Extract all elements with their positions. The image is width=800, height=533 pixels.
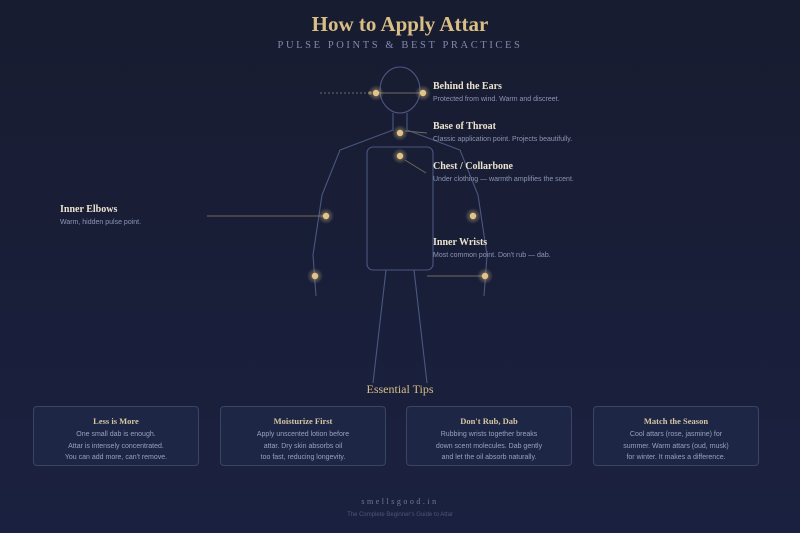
pulse-point-dot xyxy=(419,89,427,97)
point-desc: Under clothing — warmth amplifies the sc… xyxy=(433,176,574,183)
point-title: Chest / Collarbone xyxy=(433,161,513,172)
tip-line: for winter. It makes a difference. xyxy=(626,454,726,461)
tip-title: Moisturize First xyxy=(273,416,333,426)
point-title: Inner Wrists xyxy=(433,237,488,248)
point-desc: Classic application point. Projects beau… xyxy=(433,136,573,143)
pulse-point-dot xyxy=(396,152,404,160)
tip-line: down scent molecules. Dab gently xyxy=(435,442,543,450)
tip-line: One small dab is enough. xyxy=(76,431,156,438)
pulse-point-dot xyxy=(311,272,319,280)
tagline: The Complete Beginner's Guide to Attar xyxy=(347,512,453,518)
point-desc: Warm, hidden pulse point. xyxy=(60,219,142,226)
tip-line: Apply unscented lotion before xyxy=(256,431,350,438)
tips-heading: Essential Tips xyxy=(366,382,434,396)
page-title: How to Apply Attar xyxy=(311,12,489,36)
tip-title: Less is More xyxy=(93,416,139,426)
tip-title: Don't Rub, Dab xyxy=(460,416,518,426)
point-title: Behind the Ears xyxy=(433,81,502,92)
pulse-point-dot xyxy=(322,212,330,220)
brand-name: smellsgood.in xyxy=(361,497,439,506)
page-subtitle: PULSE POINTS & BEST PRACTICES xyxy=(277,40,523,51)
pulse-point-dot xyxy=(469,212,477,220)
point-title: Base of Throat xyxy=(433,121,496,132)
tip-line: Cool attars (rose, jasmine) for xyxy=(629,431,723,438)
pulse-point-dot xyxy=(396,129,404,137)
body-outline xyxy=(312,66,488,384)
tip-line: Attar is intensely concentrated. xyxy=(68,442,164,450)
tip-line: You can add more, can't remove. xyxy=(64,454,168,461)
tip-title: Match the Season xyxy=(643,416,709,426)
point-desc: Most common point. Don't rub — dab. xyxy=(433,252,551,259)
point-desc: Protected from wind. Warm and discreet. xyxy=(433,96,560,103)
tip-line: too fast, reducing longevity. xyxy=(260,454,346,461)
tip-line: attar. Dry skin absorbs oil xyxy=(263,442,343,450)
pulse-point-dot xyxy=(481,272,489,280)
point-title: Inner Elbows xyxy=(60,204,118,215)
tip-line: and let the oil absorb naturally. xyxy=(441,454,537,461)
pulse-point-dot xyxy=(372,89,380,97)
tip-line: summer. Warm attars (oud, musk) xyxy=(623,442,729,450)
tip-line: Rubbing wrists together breaks xyxy=(440,431,538,438)
